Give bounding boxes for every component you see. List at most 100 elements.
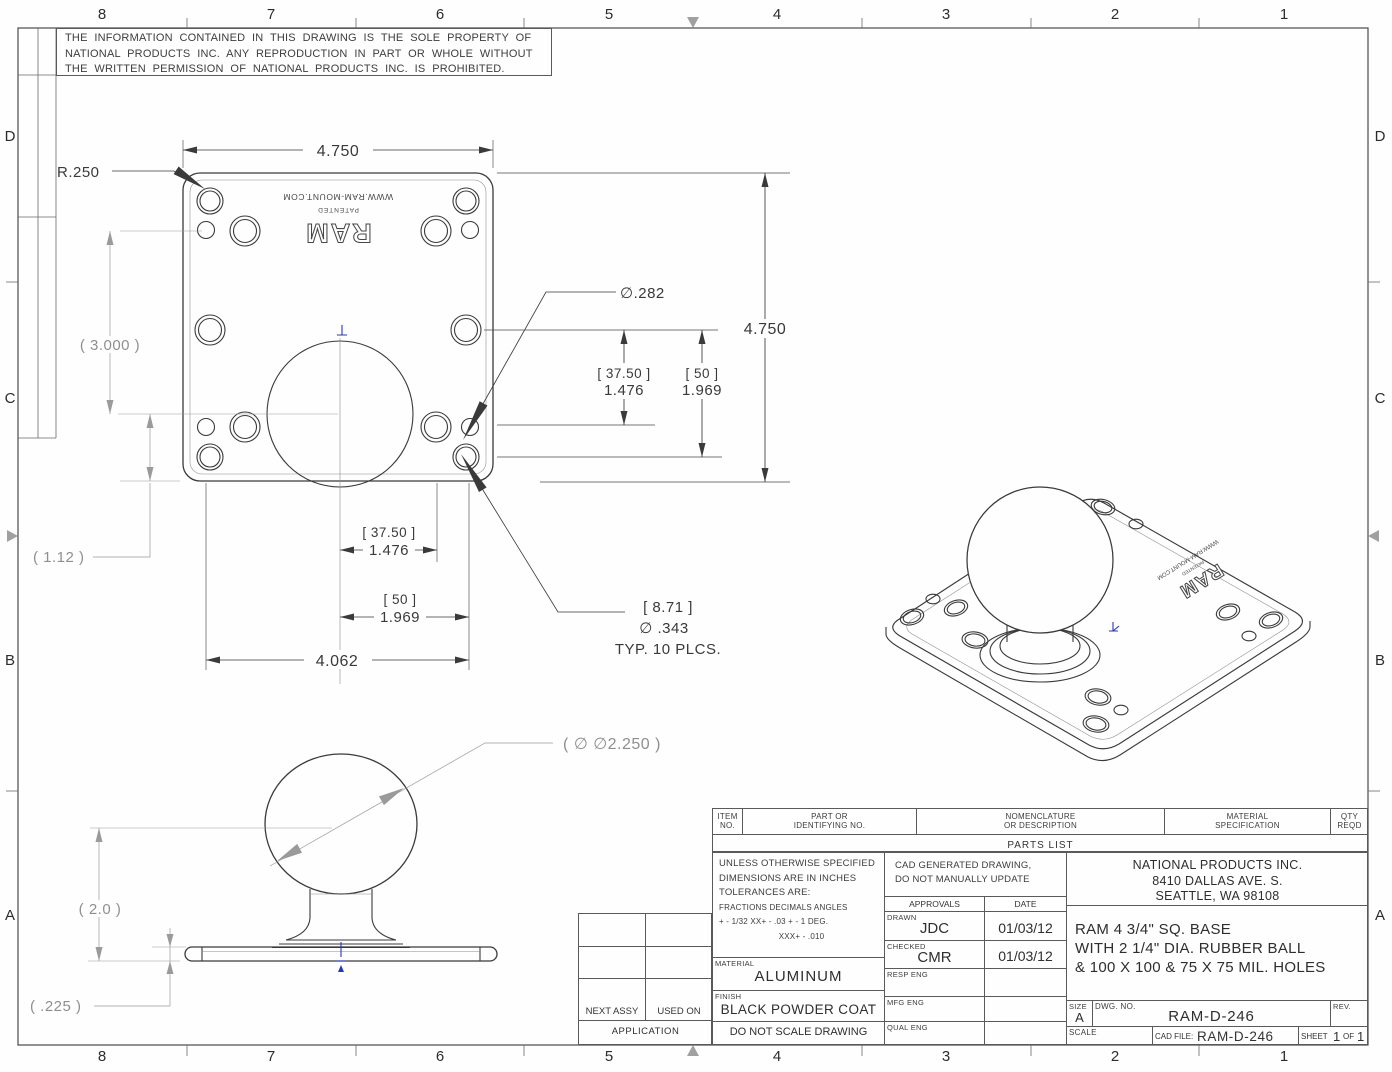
- dim-right-height: 4.750: [497, 172, 799, 483]
- cad-note-2: DO NOT MANUALLY UPDATE: [895, 874, 1030, 885]
- dim-holes-callout: [ 8.71 ] ∅ .343 TYP. 10 PLCS.: [461, 454, 721, 658]
- svg-text:[ 50 ]: [ 50 ]: [685, 366, 718, 381]
- zone-letter-left-c: C: [4, 390, 16, 407]
- zone-letter-left-b: B: [4, 652, 15, 669]
- zone-number-top-1: 1: [1279, 6, 1289, 23]
- dwg-no-label: DWG. NO.: [1095, 1002, 1136, 1011]
- application-block: NEXT ASSY USED ON APPLICATION: [578, 913, 712, 1045]
- zone-number-bottom-2: 2: [1110, 1048, 1120, 1065]
- svg-text:1.969: 1.969: [380, 609, 420, 626]
- zone-number-bottom-8: 8: [97, 1048, 107, 1065]
- cad-file-value: RAM-D-246: [1197, 1029, 1274, 1044]
- approvals-header: APPROVALS: [909, 899, 960, 909]
- resp-eng-label: RESP ENG: [887, 970, 929, 979]
- parts-list-title: PARTS LIST: [1007, 840, 1074, 851]
- zone-number-bottom-3: 3: [941, 1048, 951, 1065]
- size-value: A: [1075, 1010, 1084, 1025]
- company-city: SEATTLE, WA 98108: [1155, 889, 1280, 903]
- disclaimer-line-2: NATIONAL PRODUCTS INC. ANY REPRODUCTION …: [65, 47, 533, 60]
- tolerance-note-4: FRACTIONS DECIMALS ANGLES: [719, 902, 848, 912]
- dim-ref-3000: ( 3.000 ): [72, 230, 202, 414]
- mfg-eng-label: MFG ENG: [887, 998, 925, 1007]
- center-mark-iso-view: [1109, 622, 1120, 632]
- patented-text: PATENTED: [317, 206, 359, 213]
- svg-text:∅ .343: ∅ .343: [639, 620, 688, 637]
- material-label: MATERIAL: [715, 959, 755, 968]
- checked-value: CMR: [917, 949, 952, 966]
- rubber-ball: [966, 486, 1114, 634]
- parts-col-material-1: MATERIAL: [1226, 812, 1269, 821]
- parts-list-table: ITEM NO. PART OR IDENTIFYING NO. NOMENCL…: [712, 808, 1368, 852]
- no-scale-note: DO NOT SCALE DRAWING: [729, 1026, 868, 1038]
- zone-number-top-3: 3: [941, 6, 951, 23]
- svg-text:( 3.000 ): ( 3.000 ): [80, 337, 140, 354]
- ram-url-text: WWW.RAM-MOUNT.COM: [283, 192, 393, 202]
- finish-value: BLACK POWDER COAT: [720, 1002, 877, 1017]
- rev-label: REV.: [1333, 1002, 1352, 1011]
- next-assy-label: NEXT ASSY: [585, 1006, 639, 1017]
- ram-logo-text: RAM: [304, 218, 372, 248]
- title-block: UNLESS OTHERWISE SPECIFIED DIMENSIONS AR…: [712, 852, 1368, 1045]
- svg-text:1.476: 1.476: [604, 382, 644, 399]
- ram-logo-top-view: RAM PATENTED WWW.RAM-MOUNT.COM: [283, 192, 393, 249]
- svg-text:4.062: 4.062: [316, 653, 359, 670]
- sheet-number: 1: [1333, 1029, 1341, 1044]
- zone-letter-right-d: D: [1374, 128, 1386, 145]
- parts-col-part-2: IDENTIFYING NO.: [793, 821, 866, 830]
- parts-col-material-2: SPECIFICATION: [1215, 821, 1280, 830]
- parts-col-item-1: ITEM: [717, 812, 738, 821]
- svg-text:[ 8.71 ]: [ 8.71 ]: [643, 599, 693, 616]
- svg-text:( 1.12 ): ( 1.12 ): [33, 549, 85, 566]
- company-name: NATIONAL PRODUCTS INC.: [1132, 858, 1303, 872]
- material-value: ALUMINUM: [754, 968, 843, 985]
- drawing-title-line-2: WITH 2 1/4" DIA. RUBBER BALL: [1075, 940, 1306, 957]
- parts-col-qty-1: QTY: [1340, 812, 1359, 821]
- qual-eng-label: QUAL ENG: [887, 1023, 928, 1032]
- top-view: RAM PATENTED WWW.RAM-MOUNT.COM: [33, 140, 799, 684]
- dim-ball-dia: ( ∅ ∅2.250 ): [269, 736, 661, 867]
- parts-col-nomenclature-1: NOMENCLATURE: [1005, 812, 1076, 821]
- disclaimer-box: THE INFORMATION CONTAINED IN THIS DRAWIN…: [56, 28, 552, 76]
- tolerance-note-6: XXX+ - .010: [778, 931, 825, 941]
- svg-text:1.969: 1.969: [682, 382, 722, 399]
- zone-number-top-7: 7: [266, 6, 276, 23]
- tolerance-note-5: + - 1/32 XX+ - .03 + - 1 DEG.: [719, 917, 829, 926]
- date-header: DATE: [1014, 899, 1037, 909]
- zone-letter-right-b: B: [1374, 652, 1385, 669]
- zone-letter-right-a: A: [1374, 907, 1385, 924]
- sheet-label: SHEET: [1301, 1032, 1328, 1041]
- parts-col-part-1: PART OR: [811, 812, 848, 821]
- dim-plate-thickness: ( .225 ): [30, 928, 186, 1015]
- application-label: APPLICATION: [611, 1026, 680, 1037]
- sheet-of-label: OF: [1343, 1032, 1355, 1041]
- dim-front-height: ( 2.0 ): [64, 827, 332, 962]
- zone-number-top-4: 4: [772, 6, 782, 23]
- dim-horiz-50: [ 50 ] 1.969: [340, 483, 470, 670]
- svg-text:4.750: 4.750: [317, 143, 360, 160]
- zone-letter-right-c: C: [1374, 390, 1386, 407]
- center-mark-front-view: [336, 942, 346, 962]
- dim-ref-112: ( 1.12 ): [33, 414, 180, 566]
- mounting-holes: [194, 187, 482, 471]
- scale-label: SCALE: [1069, 1028, 1097, 1037]
- tolerance-note-2: DIMENSIONS ARE IN INCHES: [719, 872, 857, 884]
- zone-number-bottom-6: 6: [435, 1048, 445, 1065]
- svg-text:( ∅ ∅2.250 ): ( ∅ ∅2.250 ): [563, 736, 661, 753]
- checked-label: CHECKED: [887, 942, 926, 951]
- dim-top-width: 4.750: [182, 140, 494, 168]
- parts-col-qty-2: REQD: [1337, 821, 1362, 830]
- revision-strip: [18, 28, 57, 439]
- drawing-title-line-3: & 100 X 100 & 75 X 75 MIL. HOLES: [1075, 959, 1326, 976]
- svg-text:1.476: 1.476: [369, 542, 409, 559]
- tolerance-note-3: TOLERANCES ARE:: [719, 887, 811, 898]
- front-view: ( ∅ ∅2.250 ) ( 2.0 ) ( .225 ): [30, 736, 661, 1015]
- drawn-date: 01/03/12: [998, 920, 1053, 936]
- dim-horiz-3750: [ 37.50 ] 1.476: [340, 483, 438, 562]
- svg-text:∅.282: ∅.282: [620, 285, 665, 302]
- svg-text:[ 37.50 ]: [ 37.50 ]: [597, 366, 650, 381]
- isometric-view: RAM PATENTED WWW.RAM-MOUNT.COM: [885, 486, 1311, 762]
- zone-number-bottom-5: 5: [604, 1048, 614, 1065]
- checked-date: 01/03/12: [998, 948, 1053, 964]
- svg-text:R.250: R.250: [57, 164, 100, 181]
